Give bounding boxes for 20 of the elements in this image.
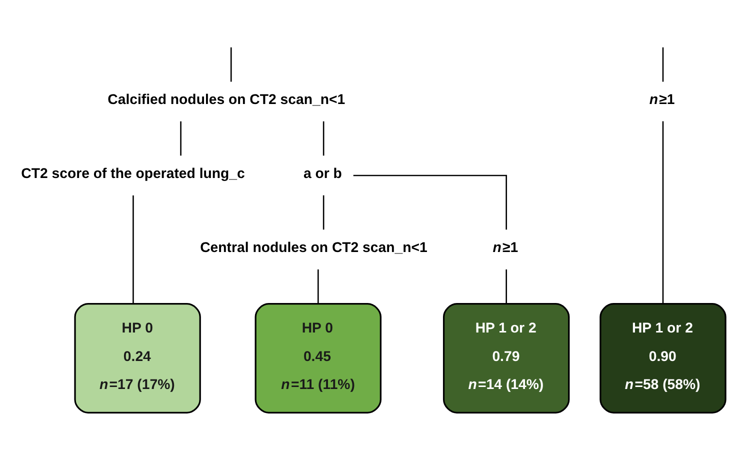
connector: [662, 120, 664, 303]
node-text: Central nodules on CT2 scan_n<1: [200, 238, 428, 255]
connector: [318, 268, 319, 303]
connector: [662, 46, 664, 82]
connector: [180, 120, 182, 156]
connector: [132, 194, 134, 304]
connector: [506, 268, 507, 303]
node-text: a or b: [303, 164, 342, 181]
node-box: HP 1 or 2 0.79 n=14 (14%): [442, 302, 570, 413]
node-box: HP 0 0.45 n=11 (11%): [254, 302, 382, 413]
connector: [230, 46, 232, 82]
node-text: Calcified nodules on CT2 scan_n<1: [108, 90, 346, 107]
connector: [322, 120, 324, 156]
node-box: HP 0 0.24 n=17 (17%): [74, 302, 201, 413]
connector: [322, 194, 324, 230]
node-text: n≥1: [649, 90, 675, 107]
node-text: n≥1: [492, 238, 518, 255]
node-box: HP 1 or 2 0.90 n=58 (58%): [600, 302, 726, 413]
node-text: CT2 score of the operated lung_c: [21, 164, 245, 181]
connector: [353, 174, 507, 230]
